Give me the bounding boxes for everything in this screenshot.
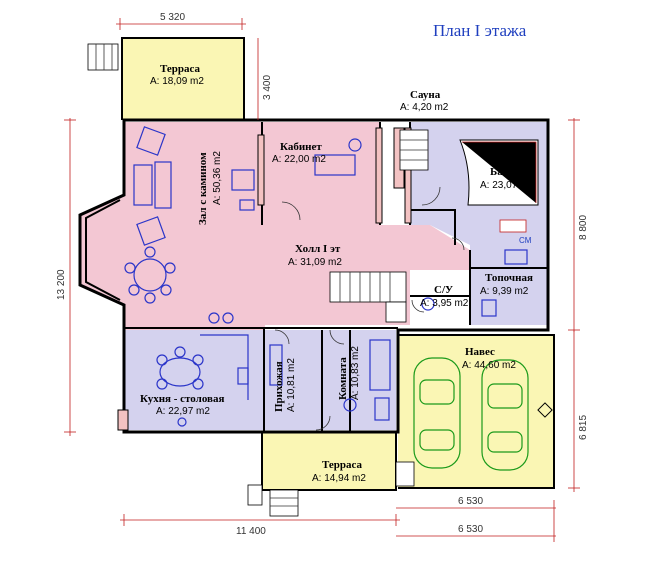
svg-text:Прихожая: Прихожая: [273, 361, 285, 412]
svg-text:A: 44,60 m2: A: 44,60 m2: [462, 360, 516, 371]
dim-terrace-depth: 3 400: [262, 75, 273, 100]
dim-left-height: 13 200: [56, 269, 67, 300]
svg-text:A: 31,09 m2: A: 31,09 m2: [288, 257, 342, 268]
doors: [274, 186, 465, 431]
room-label-boiler: Топочная A: 9,39 m2: [480, 272, 533, 297]
svg-text:Топочная: Топочная: [485, 272, 533, 284]
svg-text:A: 9,39 m2: A: 9,39 m2: [480, 286, 529, 297]
room-label-entrance: Прихожая A: 10,81 m2: [273, 358, 297, 412]
room-label-pool: Бассейн A: 23,07 m2: [480, 166, 534, 191]
svg-text:A: 10,83 m2: A: 10,83 m2: [350, 346, 361, 400]
dim-top-width: 5 320: [160, 12, 185, 23]
svg-text:Зал с камином: Зал с камином: [197, 152, 209, 225]
furniture: [124, 126, 528, 427]
cars: [413, 357, 553, 471]
svg-text:A: 3,95 m2: A: 3,95 m2: [420, 298, 469, 309]
room-label-room: Комната A: 10,83 m2: [337, 346, 361, 400]
pool-equipment: [499, 219, 527, 233]
dimension-lines: [64, 18, 580, 542]
svg-text:A: 14,94 m2: A: 14,94 m2: [312, 473, 366, 484]
dim-right-lower: 6 815: [578, 415, 589, 440]
svg-text:Терраса: Терраса: [322, 459, 363, 471]
dim-right-upper: 8 800: [578, 215, 589, 240]
room-fill-terrace-bottom: [262, 432, 396, 490]
room-fill-kitchen: [124, 330, 264, 430]
pool-outline: [462, 141, 537, 203]
wall-fills: [117, 127, 412, 431]
boiler-tag: СМ: [519, 236, 532, 245]
room-label-sauna: Сауна A: 4,20 m2: [400, 89, 449, 113]
room-label-terrace-bottom: Терраса A: 14,94 m2: [312, 459, 366, 484]
svg-text:A: 22,97 m2: A: 22,97 m2: [156, 406, 210, 417]
svg-text:Сауна: Сауна: [410, 89, 441, 101]
room-fill-entrance-room: [264, 330, 396, 430]
svg-text:A: 50,36 m2: A: 50,36 m2: [212, 151, 223, 205]
svg-text:Навес: Навес: [465, 346, 495, 358]
room-label-office: Кабинет A: 22,00 m2: [272, 141, 326, 165]
room-label-terrace-top: Терраса A: 18,09 m2: [150, 63, 204, 87]
room-fill-office: [262, 128, 380, 225]
svg-text:A: 23,07 m2: A: 23,07 m2: [480, 180, 534, 191]
room-label-wc: С/У A: 3,95 m2: [420, 284, 469, 309]
svg-text:Холл I эт: Холл I эт: [295, 243, 341, 255]
dim-carport-width-2: 6 530: [458, 524, 483, 535]
svg-text:A: 18,09 m2: A: 18,09 m2: [150, 76, 204, 87]
dim-bottom-total: 11 400: [236, 526, 266, 537]
svg-text:Комната: Комната: [337, 357, 349, 400]
room-fill-terrace-top: [122, 38, 244, 120]
dim-carport-width-1: 6 530: [458, 496, 483, 507]
svg-text:Кабинет: Кабинет: [280, 141, 322, 153]
room-label-hall: Холл I эт A: 31,09 m2: [288, 243, 342, 268]
room-label-carport: Навес A: 44,60 m2: [462, 346, 516, 371]
plan-title: План I этажа: [433, 21, 527, 40]
svg-text:A: 10,81 m2: A: 10,81 m2: [286, 358, 297, 412]
svg-text:Терраса: Терраса: [160, 63, 201, 75]
svg-text:Кухня - столовая: Кухня - столовая: [140, 393, 224, 405]
svg-text:Бассейн: Бассейн: [490, 166, 531, 178]
room-label-living: Зал с камином A: 50,36 m2: [197, 151, 223, 225]
svg-text:С/У: С/У: [434, 284, 453, 296]
room-label-kitchen: Кухня - столовая A: 22,97 m2: [140, 393, 224, 417]
svg-text:A: 22,00 m2: A: 22,00 m2: [272, 154, 326, 165]
stairs: [87, 43, 429, 517]
svg-text:A: 4,20 m2: A: 4,20 m2: [400, 102, 449, 113]
